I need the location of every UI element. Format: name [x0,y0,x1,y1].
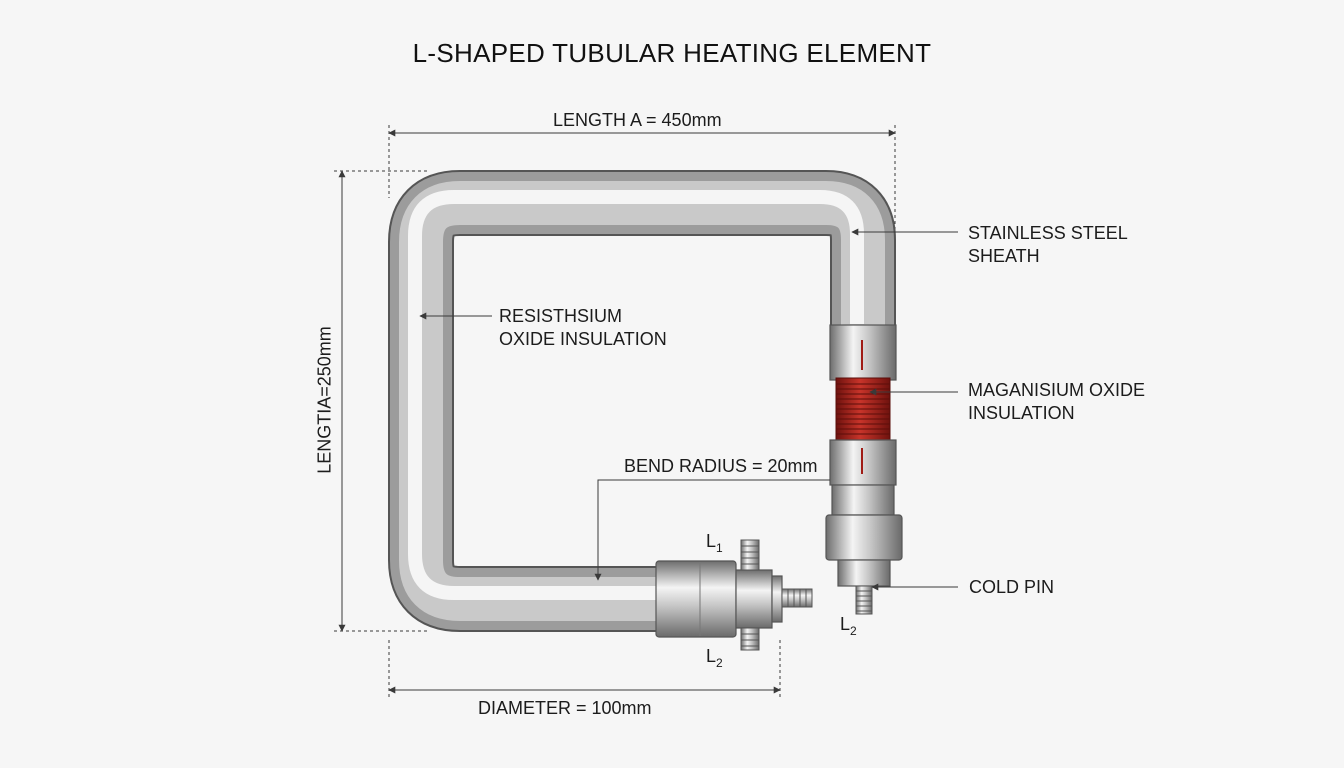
tube-shade [399,181,885,621]
dimension-lines [334,125,896,698]
cold-pin-stud [855,585,873,615]
resist-label-line1: RESISTHSIUM [499,306,623,326]
sheath-label-line2: SHEATH [968,246,1040,266]
terminal-l2b-sub: 2 [850,624,857,638]
terminal-stud-horizontal [781,588,813,608]
diagram-title: L-SHAPED TUBULAR HEATING ELEMENT [412,38,932,68]
fitting-collar-bottom [735,569,773,629]
heating-coil [835,377,891,443]
terminal-l2-label: L2 [706,646,723,670]
terminal-l1-label: L1 [706,531,723,555]
terminal-l2-letter: L [706,646,717,666]
sheath-label-line1: STAINLESS STEEL [968,223,1128,243]
terminal-stud-top [740,539,760,571]
length-a-label: LENGTH A = 450mm [553,110,722,130]
terminal-l2b-letter: L [840,614,851,634]
terminal-l1-letter: L [706,531,717,551]
leader-bend-radius [594,479,830,581]
sheath-label: STAINLESS STEEL SHEATH [968,222,1128,268]
magnesium-label: MAGANISIUM OXIDE INSULATION [968,379,1145,425]
tube-highlight [408,190,864,600]
tube-outline [388,170,896,632]
magnesium-label-line2: INSULATION [968,403,1075,423]
fitting-nut-bottom [655,560,737,638]
terminal-l2-sub: 2 [716,656,723,670]
resist-label-line2: OXIDE INSULATION [499,329,667,349]
bend-radius-label: BEND RADIUS = 20mm [624,456,818,476]
tube-base [390,172,894,630]
magnesium-label-line1: MAGANISIUM OXIDE [968,380,1146,400]
terminal-nut-right [825,514,903,561]
vertical-length-label: LENGTIA=250mm [314,326,335,474]
resist-label: RESISTHSIUM OXIDE INSULATION [499,305,667,351]
connector-ring [831,484,895,516]
terminal-l1-sub: 1 [716,541,723,555]
cold-pin-label: COLD PIN [969,577,1055,597]
fitting-washer-bottom [771,575,783,623]
terminal-stud-bottom [740,627,760,651]
terminal-l2b-label: L2 [840,614,857,638]
terminal-collar-right [837,559,891,587]
diameter-label: DIAMETER = 100mm [478,698,652,718]
tube-body [388,170,903,651]
coil-windings [836,383,890,435]
leader-lines [419,228,958,591]
